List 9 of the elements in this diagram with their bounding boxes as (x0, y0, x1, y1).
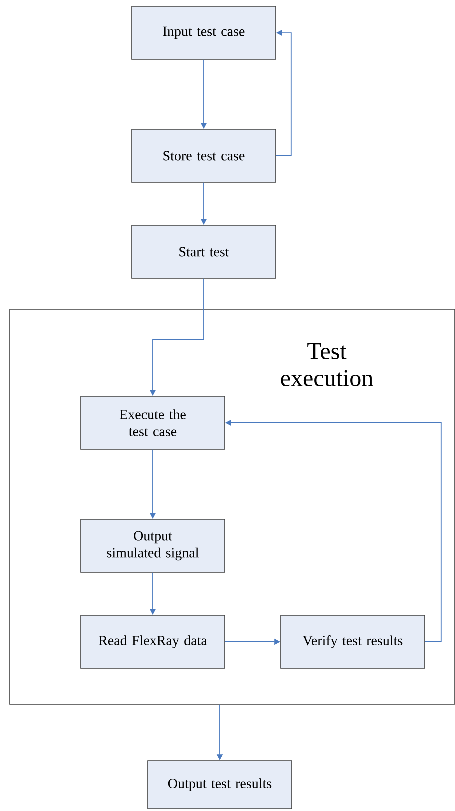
process-box: Store test case (132, 129, 276, 183)
process-box: Read FlexRay data (80, 615, 226, 669)
process-box: Start test (132, 225, 276, 279)
group-heading: Test execution (281, 344, 374, 386)
process-box: Output test results (148, 760, 292, 810)
process-box: Verify test results (280, 615, 426, 669)
process-box: Output simulated signal (80, 519, 226, 573)
process-box: Input test case (132, 6, 276, 60)
process-box: Execute the test case (80, 396, 226, 450)
